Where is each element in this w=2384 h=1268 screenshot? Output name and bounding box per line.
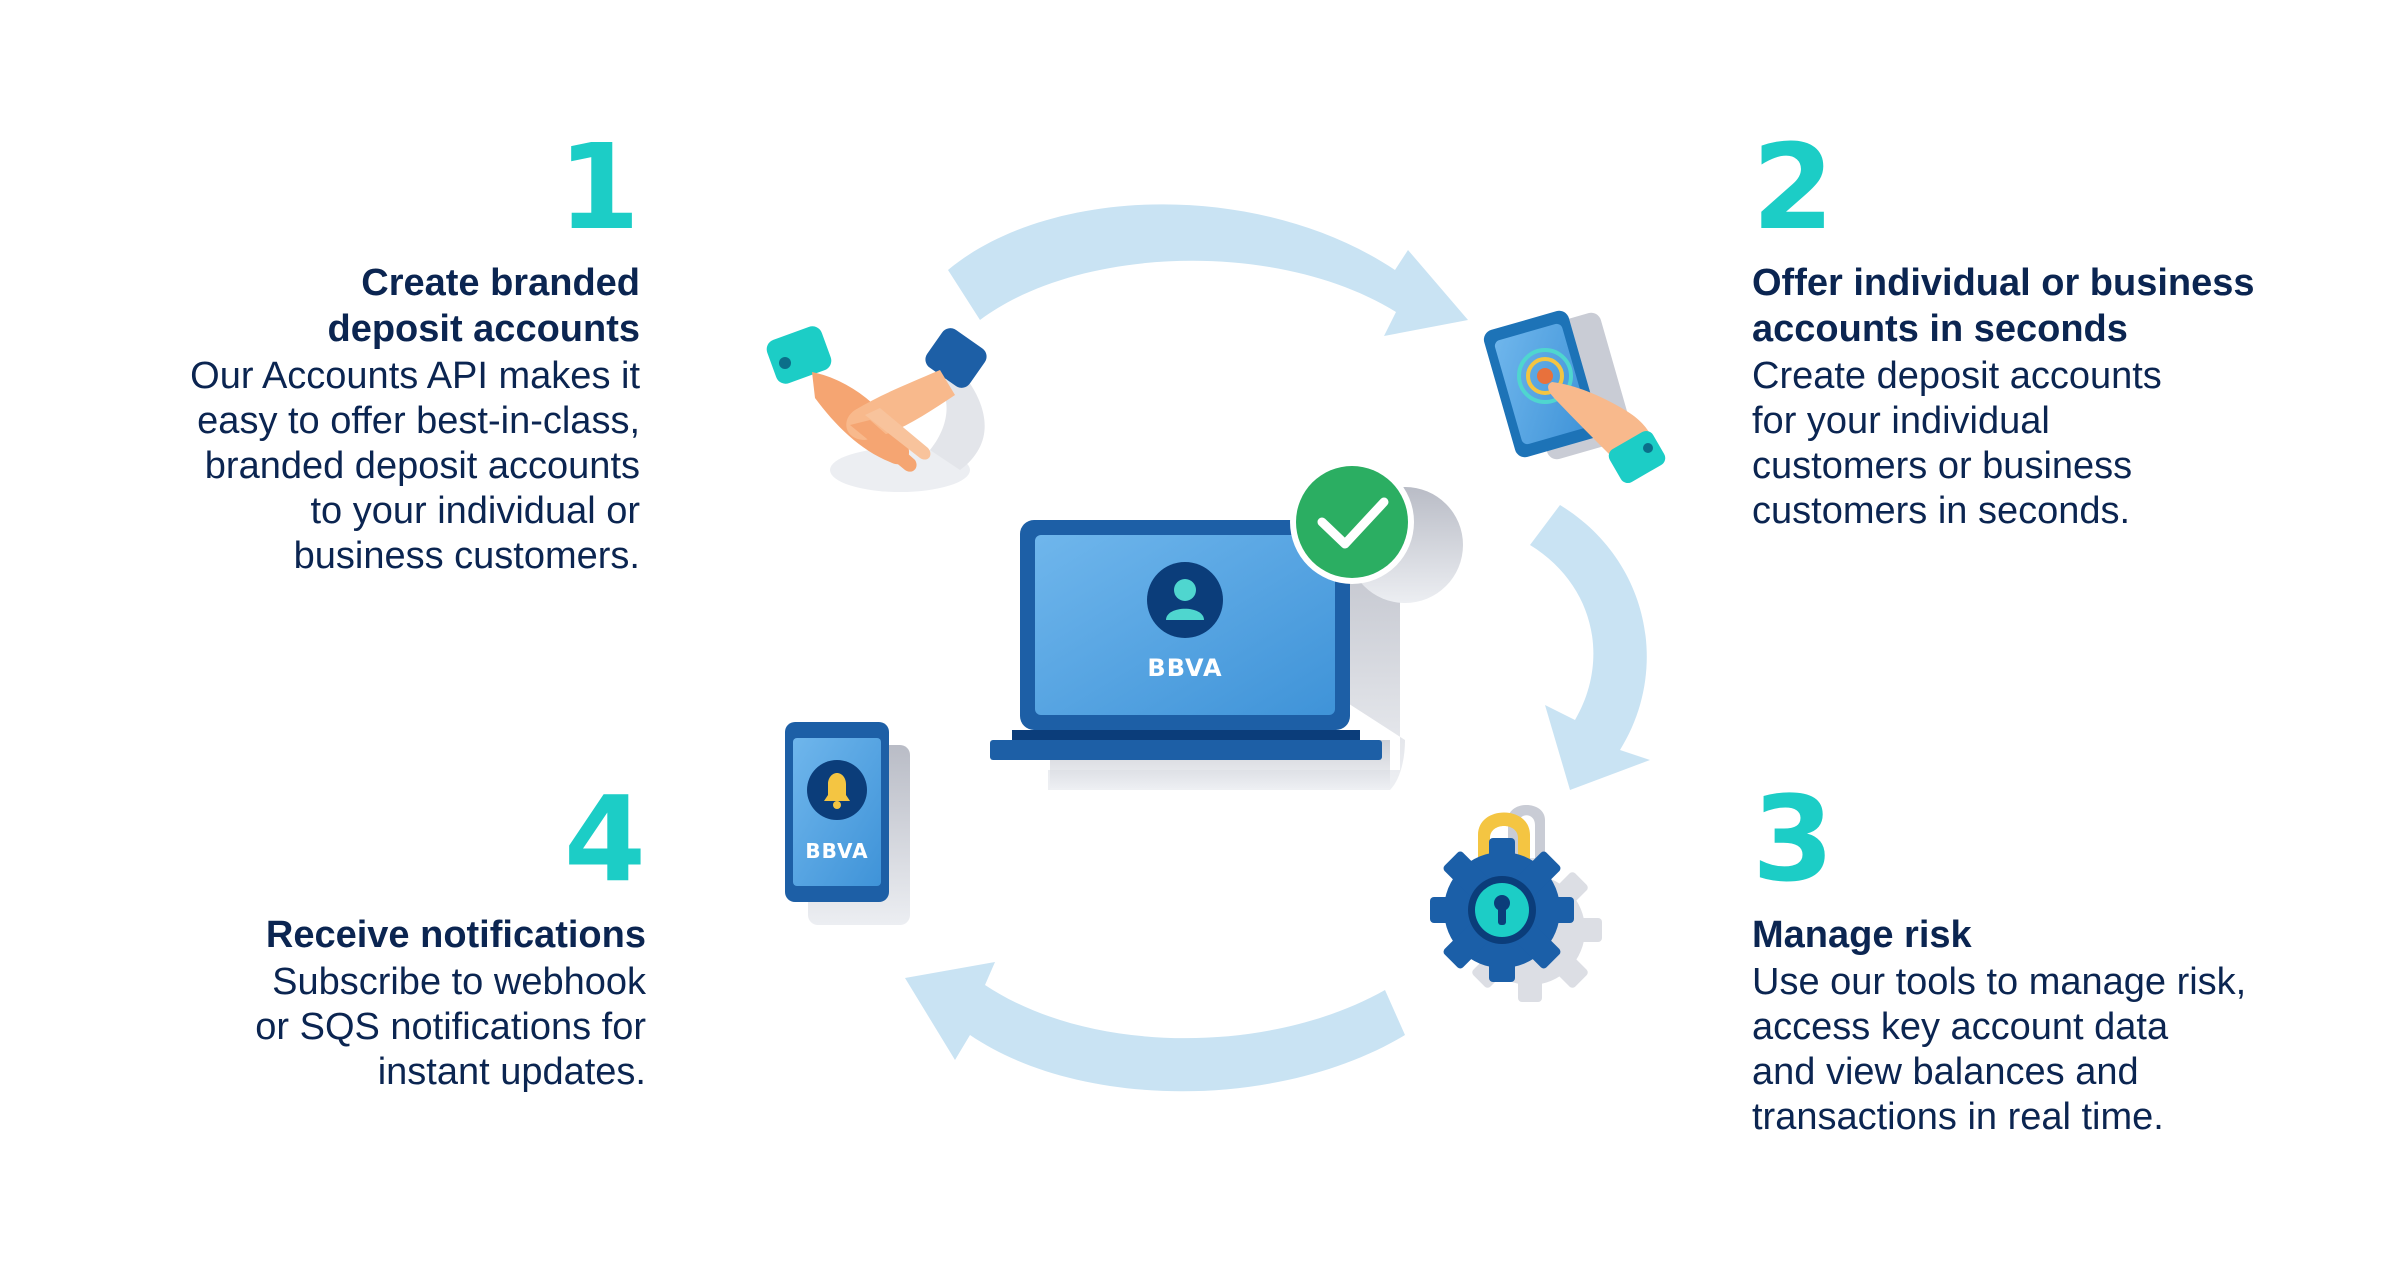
step-2-title-line: accounts in seconds <box>1752 308 2128 350</box>
laptop-brand: BBVA <box>1147 654 1222 682</box>
step-3-desc-line: access key account data <box>1752 1006 2169 1048</box>
step-2-desc-line: Create deposit accounts <box>1752 355 2162 397</box>
step-4-desc-line: instant updates. <box>377 1051 646 1093</box>
step-3-number: 3 <box>1752 770 1835 908</box>
step-1-desc-line: branded deposit accounts <box>204 445 640 487</box>
step-1-desc-line: to your individual or <box>310 490 640 532</box>
step-3-desc-line: Use our tools to manage risk, <box>1752 961 2247 1003</box>
step-1-title-line: Create branded <box>361 262 640 304</box>
step-4-desc-line: or SQS notifications for <box>255 1006 646 1048</box>
step-2-desc-line: customers or business <box>1752 445 2133 487</box>
step-1-title-line: deposit accounts <box>327 308 641 350</box>
laptop-illustration: BBVA <box>990 460 1463 790</box>
lock-gear-icon <box>1430 805 1602 1002</box>
arrow-bottom <box>905 962 1405 1092</box>
arrow-top <box>948 204 1468 336</box>
step-4-title-line: Receive notifications <box>265 914 646 956</box>
arrow-right <box>1530 505 1650 790</box>
step-1: 1 Create branded deposit accounts Our Ac… <box>160 128 640 579</box>
step-1-description: Our Accounts API makes it easy to offer … <box>160 354 640 579</box>
phone-brand: BBVA <box>805 839 868 863</box>
step-1-title: Create branded deposit accounts <box>160 260 641 352</box>
step-2-title: Offer individual or business accounts in… <box>1752 260 2272 352</box>
notification-phone: BBVA <box>785 722 910 925</box>
user-icon <box>1147 562 1223 638</box>
step-3-desc-line: transactions in real time. <box>1752 1096 2164 1138</box>
check-icon <box>1290 460 1414 584</box>
step-2: 2 Offer individual or business accounts … <box>1752 128 2272 534</box>
step-2-number: 2 <box>1752 118 1835 256</box>
step-4-number: 4 <box>563 770 646 908</box>
step-3-title: Manage risk <box>1752 912 2312 958</box>
step-3-title-line: Manage risk <box>1752 914 1972 956</box>
bell-icon <box>807 760 867 820</box>
cycle-arrows <box>905 204 1650 1092</box>
step-2-description: Create deposit accounts for your individ… <box>1752 354 2272 534</box>
step-4-title: Receive notifications <box>160 912 646 958</box>
step-3-description: Use our tools to manage risk, access key… <box>1752 960 2312 1140</box>
phone-tap-icon <box>1483 310 1666 484</box>
step-1-desc-line: business customers. <box>293 535 640 577</box>
step-3-desc-line: and view balances and <box>1752 1051 2139 1093</box>
step-2-desc-line: for your individual <box>1752 400 2050 442</box>
step-2-title-line: Offer individual or business <box>1752 262 2255 304</box>
step-1-desc-line: easy to offer best-in-class, <box>197 400 640 442</box>
step-4-desc-line: Subscribe to webhook <box>272 961 646 1003</box>
step-1-number: 1 <box>557 118 640 256</box>
step-1-desc-line: Our Accounts API makes it <box>190 355 640 397</box>
step-4-description: Subscribe to webhook or SQS notification… <box>160 960 646 1095</box>
handshake-icon <box>766 326 987 492</box>
step-3: 3 Manage risk Use our tools to manage ri… <box>1752 780 2312 1140</box>
step-2-desc-line: customers in seconds. <box>1752 490 2131 532</box>
step-4: 4 Receive notifications Subscribe to web… <box>160 780 646 1095</box>
